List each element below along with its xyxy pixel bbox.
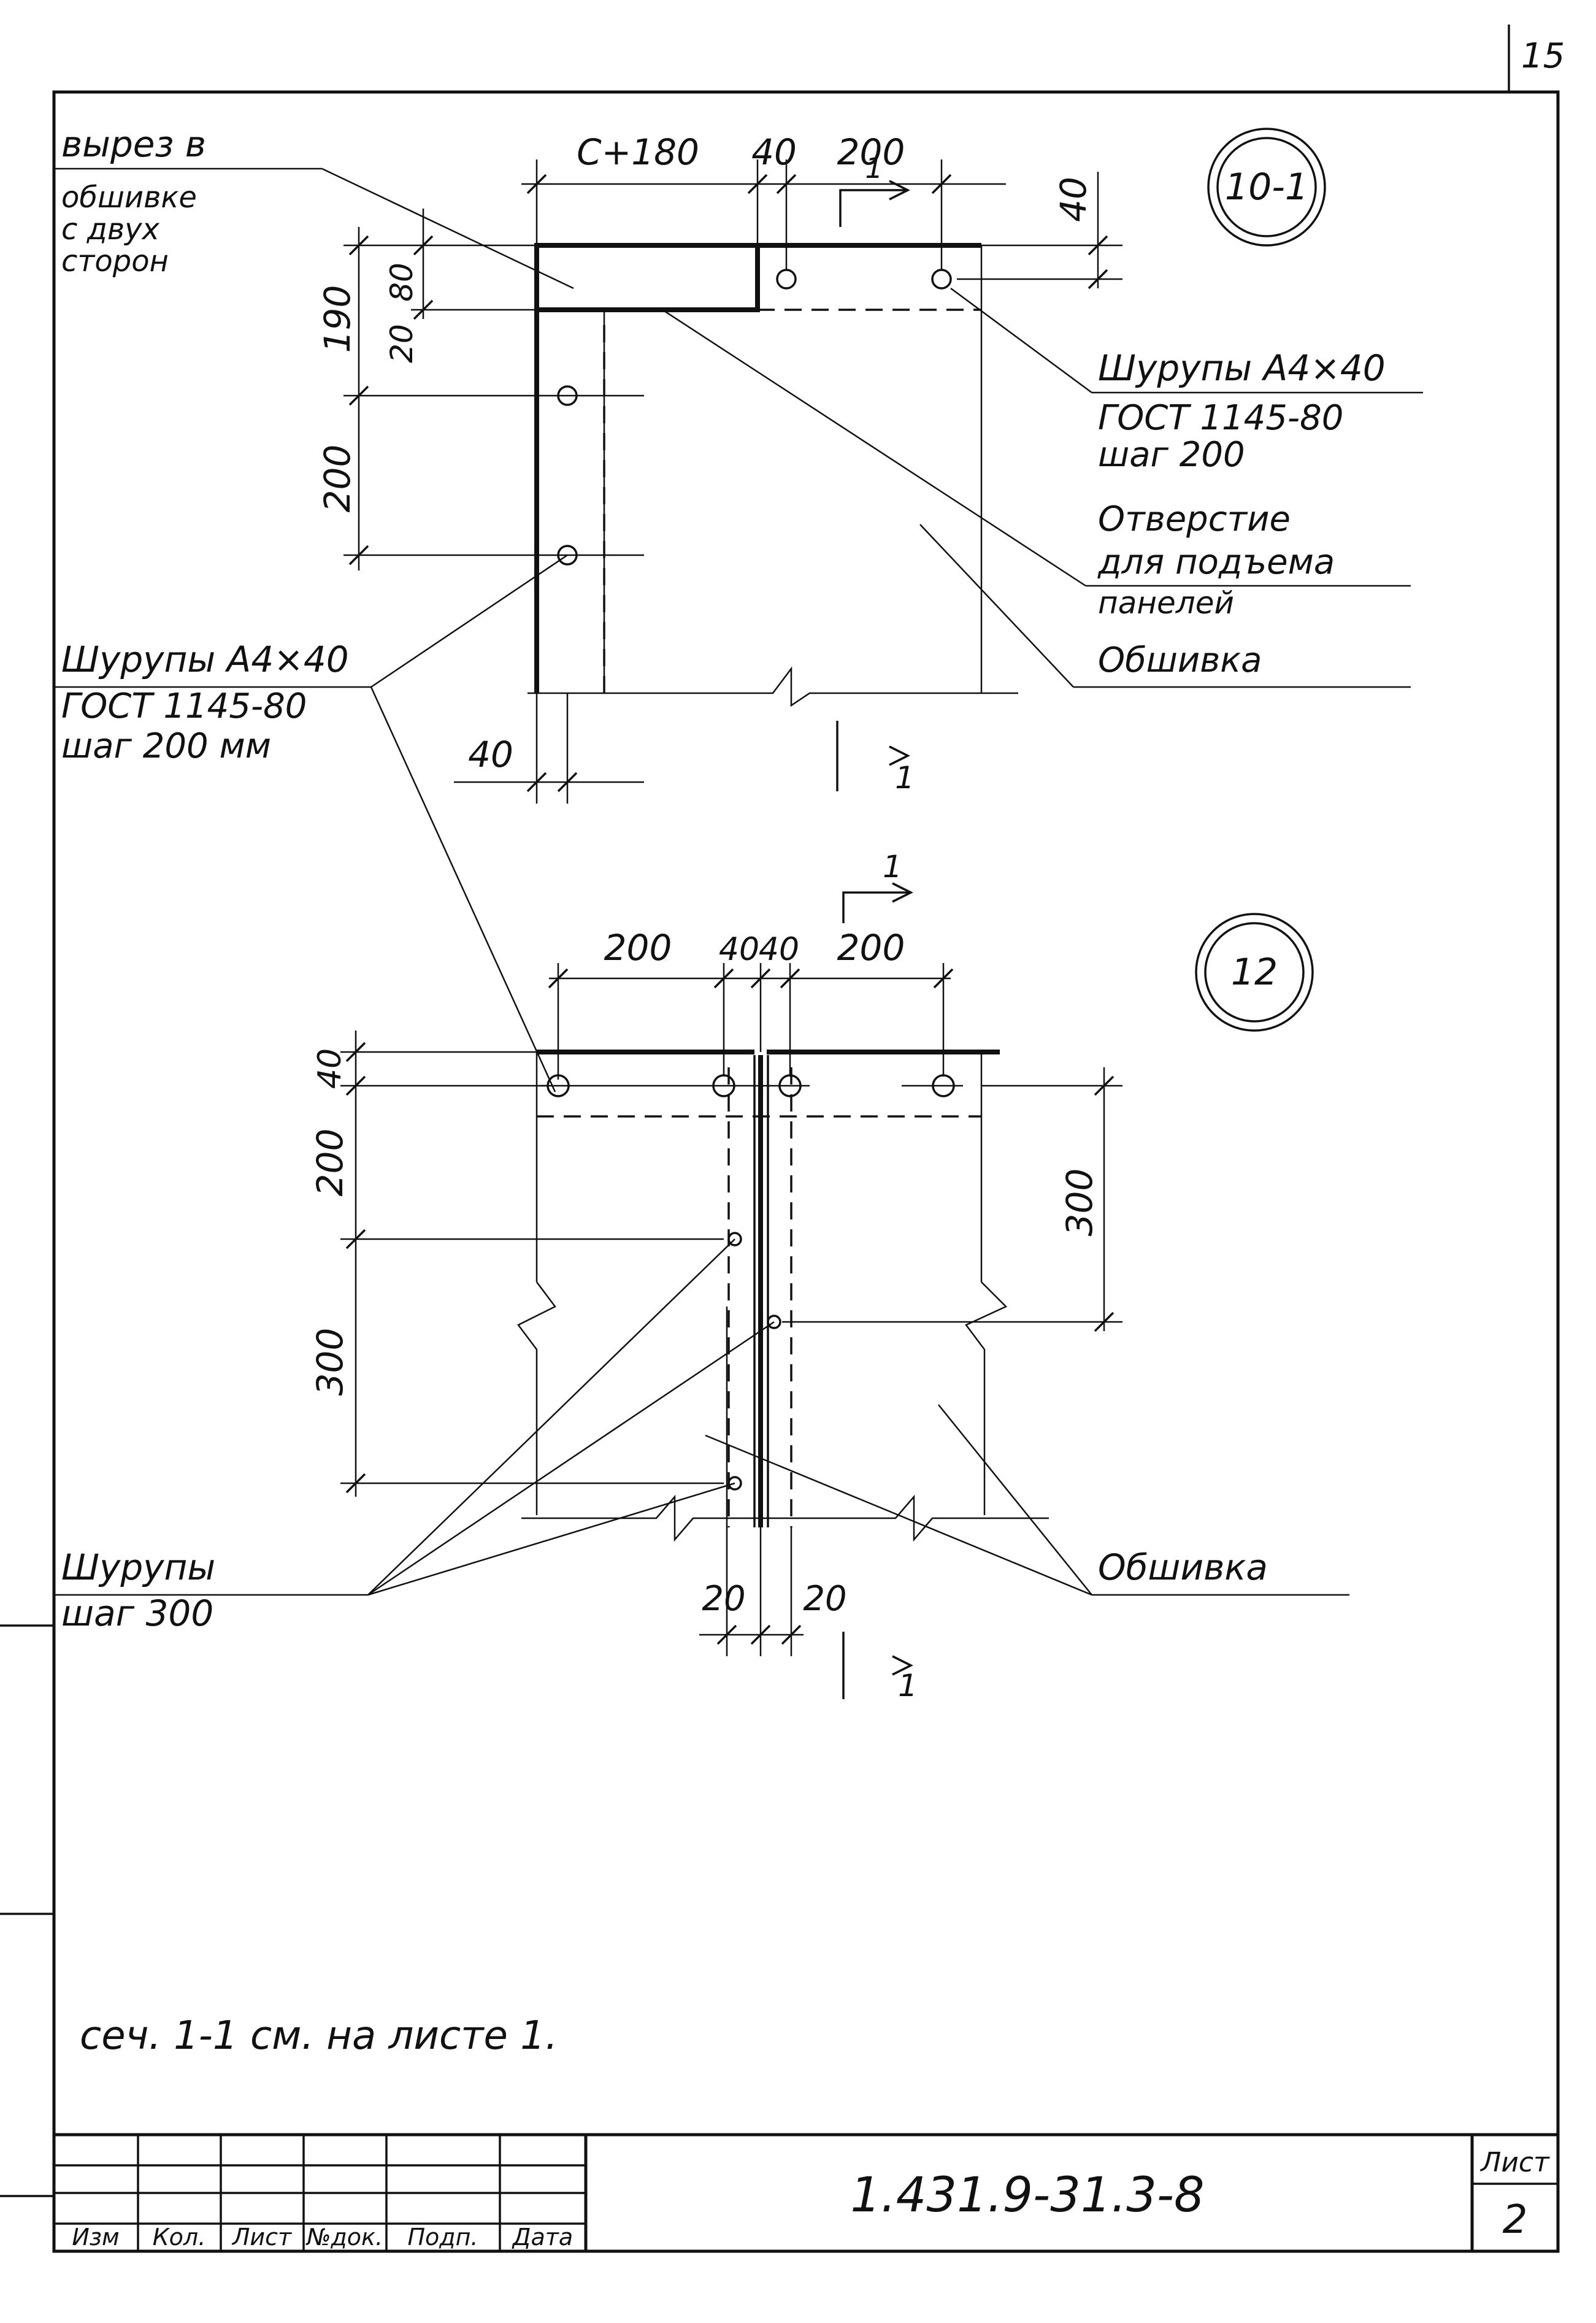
section-mark: [842, 891, 911, 923]
detail-marker-label: 10-1: [1225, 166, 1308, 209]
hole-note: панелей: [1098, 585, 1234, 621]
dim-top: 40: [719, 931, 759, 968]
title-header: №док.: [305, 2224, 383, 2251]
screw-point: [727, 1476, 742, 1491]
detail-12: 12: [54, 849, 1349, 1703]
detail-10-1: 10-1 C+180 40 200 40: [54, 123, 1423, 1092]
dim-top: 200: [837, 131, 905, 173]
sheet-label: Лист: [1479, 2147, 1550, 2178]
title-block: Изм Кол. Лист №док. Подп. Дата 1.431.9-3…: [54, 2133, 1558, 2251]
sheet-frame: [52, 90, 1560, 2253]
detail-marker-12: [1195, 913, 1314, 1032]
dim-right: 40: [1053, 177, 1094, 222]
hole-note: Отверстие: [1098, 499, 1291, 539]
title-header: Изм: [72, 2224, 119, 2251]
screw-note: шаг 200 мм: [61, 726, 271, 766]
dim-left: 200: [317, 445, 358, 513]
dim-left: 200: [309, 1129, 351, 1197]
dim-bottom: 40: [468, 734, 513, 775]
dim-left: 80: [384, 263, 420, 302]
svg-text:1: 1: [895, 760, 915, 796]
document-designation: 1.431.9-31.3-8: [850, 2168, 1204, 2223]
dim-top: C+180: [577, 131, 699, 173]
dim-top: 200: [837, 927, 905, 969]
screw-note: шаг 200: [1098, 435, 1245, 475]
svg-text:1: 1: [865, 152, 883, 185]
title-header: Лист: [231, 2224, 293, 2251]
dim-right: 300: [1059, 1169, 1100, 1237]
dim-bottom: 20: [803, 1579, 846, 1619]
screw-note: шаг 300: [61, 1592, 213, 1634]
title-header: Дата: [512, 2224, 573, 2251]
screw-hole: [776, 269, 797, 290]
dim-left: 20: [384, 324, 420, 363]
dim-left: 300: [309, 1328, 351, 1396]
cutout-outline: [537, 245, 760, 312]
detail-marker-10-1: [1207, 128, 1326, 247]
cutout-note: сторон: [61, 244, 169, 278]
screw-point: [767, 1315, 781, 1329]
page-number: 15: [1521, 36, 1565, 76]
dim-left: 190: [317, 285, 358, 353]
screw-note: Шурупы: [61, 1546, 215, 1588]
cutout-note: с двух: [61, 212, 160, 247]
screw-note: Шурупы А4×40: [61, 639, 349, 680]
cladding-note: Обшивка: [1098, 640, 1262, 680]
sheet-number: 2: [1503, 2197, 1528, 2243]
dim-bottom: 20: [702, 1579, 745, 1619]
svg-text:1: 1: [883, 849, 902, 885]
screw-note: ГОСТ 1145-80: [1098, 398, 1343, 438]
title-header: Подп.: [407, 2224, 478, 2251]
cutout-note: вырез в: [61, 123, 206, 165]
detail-marker-label: 12: [1231, 951, 1278, 994]
hole-note: для подъема: [1097, 542, 1335, 582]
section-note: сеч. 1-1 см. на листе 1.: [80, 2013, 558, 2059]
dim-top: 40: [751, 131, 797, 173]
svg-text:1: 1: [898, 1668, 918, 1703]
screw-note: Шурупы А4×40: [1098, 347, 1386, 389]
dim-top: 40: [759, 931, 799, 968]
cladding-note: Обшивка: [1098, 1546, 1268, 1588]
screw-note: ГОСТ 1145-80: [61, 686, 307, 726]
cutout-note: обшивке: [61, 180, 197, 215]
dim-left: 40: [312, 1048, 348, 1089]
dim-top: 200: [604, 927, 672, 969]
screw-hole: [931, 269, 952, 290]
screw-point: [727, 1232, 742, 1246]
section-mark: [839, 189, 908, 227]
title-header: Кол.: [153, 2224, 206, 2251]
